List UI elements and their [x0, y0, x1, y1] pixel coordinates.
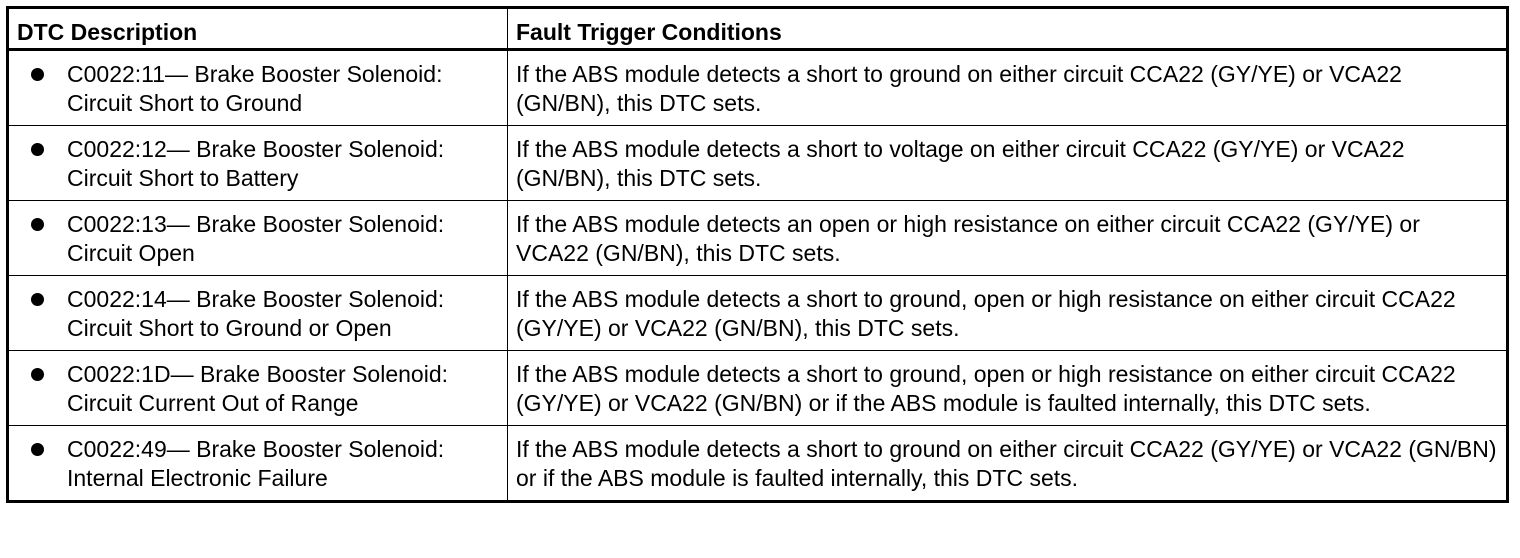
bullet-icon	[31, 443, 44, 456]
dtc-description-cell: C0022:12— Brake Booster Solenoid: Circui…	[7, 125, 508, 201]
dtc-description-cell: C0022:1D— Brake Booster Solenoid: Circui…	[7, 350, 508, 426]
fault-condition-cell: If the ABS module detects an open or hig…	[507, 200, 1508, 276]
table-header-row: DTC Description Fault Trigger Conditions	[7, 7, 1508, 51]
dtc-description: — Brake Booster Solenoid: Circuit Short …	[67, 136, 445, 191]
fault-condition-cell: If the ABS module detects a short to gro…	[507, 275, 1508, 351]
fault-condition-cell: If the ABS module detects a short to vol…	[507, 125, 1508, 201]
table-row: C0022:14— Brake Booster Solenoid: Circui…	[7, 275, 1508, 351]
bullet-icon	[31, 293, 44, 306]
table-row: C0022:12— Brake Booster Solenoid: Circui…	[7, 125, 1508, 201]
dtc-code: C0022:11	[67, 61, 166, 87]
bullet-icon	[31, 68, 44, 81]
dtc-description: — Brake Booster Solenoid: Circuit Short …	[67, 61, 443, 116]
table-row: C0022:49— Brake Booster Solenoid: Intern…	[7, 425, 1508, 502]
dtc-description-cell: C0022:11— Brake Booster Solenoid: Circui…	[7, 49, 508, 126]
header-dtc-description: DTC Description	[7, 7, 508, 51]
dtc-code: C0022:14	[67, 286, 167, 312]
fault-condition-cell: If the ABS module detects a short to gro…	[507, 350, 1508, 426]
dtc-description: — Brake Booster Solenoid: Circuit Open	[67, 211, 445, 266]
table-row: C0022:13— Brake Booster Solenoid: Circui…	[7, 200, 1508, 276]
dtc-description-cell: C0022:13— Brake Booster Solenoid: Circui…	[7, 200, 508, 276]
dtc-description-cell: C0022:14— Brake Booster Solenoid: Circui…	[7, 275, 508, 351]
dtc-description-cell: C0022:49— Brake Booster Solenoid: Intern…	[7, 425, 508, 502]
dtc-table: DTC Description Fault Trigger Conditions…	[6, 6, 1509, 503]
dtc-description: — Brake Booster Solenoid: Internal Elect…	[67, 436, 445, 491]
dtc-code: C0022:1D	[67, 361, 171, 387]
fault-condition-cell: If the ABS module detects a short to gro…	[507, 425, 1508, 502]
dtc-code: C0022:49	[67, 436, 167, 462]
fault-condition-cell: If the ABS module detects a short to gro…	[507, 49, 1508, 126]
header-fault-trigger-conditions: Fault Trigger Conditions	[507, 7, 1508, 51]
dtc-code: C0022:12	[67, 136, 167, 162]
dtc-description: — Brake Booster Solenoid: Circuit Curren…	[67, 361, 449, 416]
dtc-code: C0022:13	[67, 211, 167, 237]
table-row: C0022:11— Brake Booster Solenoid: Circui…	[7, 49, 1508, 126]
bullet-icon	[31, 143, 44, 156]
table-row: C0022:1D— Brake Booster Solenoid: Circui…	[7, 350, 1508, 426]
bullet-icon	[31, 218, 44, 231]
bullet-icon	[31, 368, 44, 381]
dtc-description: — Brake Booster Solenoid: Circuit Short …	[67, 286, 445, 341]
